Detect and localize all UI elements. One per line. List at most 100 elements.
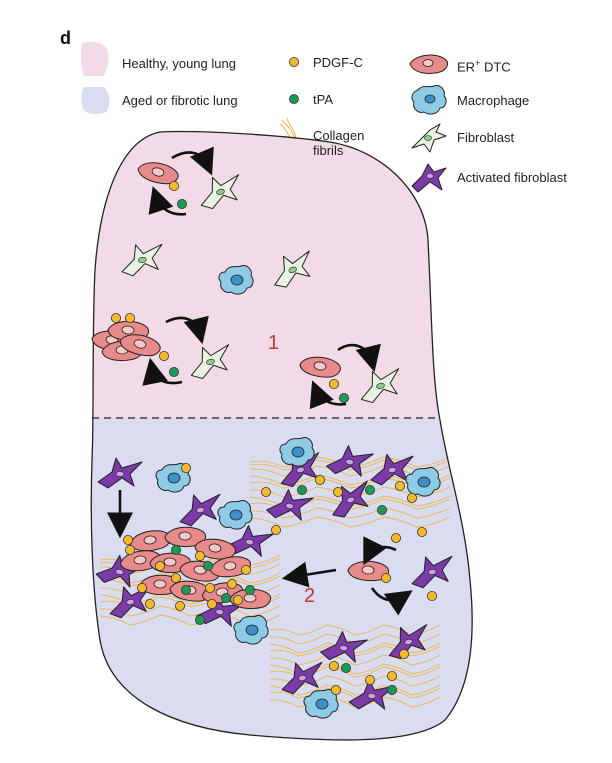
pdgf-c-molecule	[180, 462, 191, 473]
fibroblast-icon	[411, 123, 447, 153]
region-marker-1: 1	[268, 332, 280, 354]
lung-outline	[90, 130, 473, 741]
arrow-straight	[281, 561, 337, 588]
pdgf-c-molecule	[194, 551, 205, 562]
macrophage	[405, 467, 441, 497]
macrophage	[218, 265, 254, 295]
pdgf-c-molecule	[125, 545, 136, 556]
pdgf-c-molecule	[260, 486, 271, 497]
pdgf-c-molecule	[394, 480, 405, 491]
tpa-molecule	[386, 685, 397, 696]
pdgf-c-molecule	[330, 685, 341, 696]
tpa-molecule	[364, 484, 375, 495]
pdgf-c-molecule	[390, 533, 401, 544]
er-dtc-cell-icon	[409, 54, 449, 74]
panel-label: d	[60, 28, 71, 48]
arrow-curved	[171, 146, 214, 176]
tpa-label: tPA	[313, 92, 333, 107]
tpa-molecule	[244, 585, 255, 596]
pdgf-c-molecule	[232, 595, 243, 606]
tpa-icon	[289, 94, 299, 104]
pdgf-c-molecule	[206, 599, 217, 610]
healthy-lung-label: Healthy, young lung	[122, 56, 236, 71]
tpa-molecule	[170, 545, 181, 556]
pdgf-c-molecule	[125, 312, 136, 323]
pdgf-c-molecule	[270, 525, 281, 536]
tpa-molecule	[296, 484, 307, 495]
er-dtc-cell	[194, 538, 236, 560]
er-dtc-cell	[119, 334, 161, 357]
pdgf-c-label: PDGF-C	[313, 55, 363, 70]
tpa-molecule	[176, 198, 187, 209]
pdgf-c-molecule	[386, 671, 397, 682]
pdgf-c-molecule	[174, 601, 185, 612]
pdgf-c-molecule	[314, 474, 325, 485]
pdgf-c-molecule	[154, 561, 165, 572]
pdgf-c-molecule	[204, 583, 215, 594]
pdgf-c-molecule	[328, 661, 339, 672]
macrophage	[155, 463, 191, 493]
tpa-molecule	[338, 392, 349, 403]
pdgf-c-molecule	[426, 591, 437, 602]
activated-fibroblast	[281, 661, 323, 695]
macrophage-label: Macrophage	[457, 93, 530, 108]
pdgf-c-molecule	[364, 675, 375, 686]
molecule-layer	[111, 180, 437, 696]
healthy-lung-swatch	[80, 41, 109, 76]
aged-lung-label: Aged or fibrotic lung	[122, 93, 238, 108]
activated-fibroblast	[266, 489, 314, 521]
arrow-curved	[165, 315, 209, 345]
activated-fibroblast	[109, 585, 151, 619]
pdgf-c-molecule	[144, 599, 155, 610]
region-marker-2: 2	[304, 585, 316, 607]
pdgf-c-molecule	[398, 649, 409, 660]
arrow-curved	[337, 343, 381, 373]
macrophage	[279, 437, 315, 467]
tpa-molecule	[220, 593, 231, 604]
arrow-curved	[309, 380, 347, 410]
tpa-molecule	[168, 366, 179, 377]
arrow-curved	[142, 357, 183, 386]
activated-fibroblast	[326, 445, 374, 477]
fibroblast	[360, 368, 400, 404]
pdgf-c-molecule	[111, 312, 122, 323]
tpa-molecule	[180, 585, 191, 596]
interaction-arrows	[107, 146, 413, 616]
activated-fibroblast	[320, 631, 368, 663]
er-dtc-cell	[137, 162, 179, 185]
arrow-curved	[363, 536, 397, 566]
activated-fibroblast	[411, 555, 453, 589]
macrophage	[303, 689, 339, 719]
pdgf-c-icon	[289, 57, 299, 67]
macrophage-icon	[411, 85, 447, 115]
aged-lung-swatch	[81, 87, 110, 115]
pdgf-c-molecule	[332, 486, 343, 497]
tpa-molecule	[376, 504, 387, 515]
macrophage	[233, 615, 269, 645]
arrow-curved	[370, 587, 413, 616]
pdgf-c-molecule	[123, 535, 134, 546]
tpa-molecule	[340, 663, 351, 674]
activated-fibroblast	[226, 525, 274, 557]
arrow-curved	[148, 186, 187, 216]
tpa-molecule	[194, 615, 205, 626]
pdgf-c-molecule	[380, 573, 391, 584]
activated-fibroblast-icon	[411, 163, 447, 193]
pdgf-c-molecule	[136, 583, 147, 594]
fibroblast	[190, 344, 230, 380]
activated-fibroblast-label: Activated fibroblast	[457, 170, 567, 185]
pdgf-c-molecule	[406, 492, 417, 503]
pdgf-c-molecule	[168, 180, 179, 191]
pdgf-c-molecule	[158, 350, 169, 361]
fibroblast	[121, 243, 163, 277]
fibroblast	[274, 250, 311, 288]
macrophage	[217, 500, 253, 530]
pdgf-c-molecule	[240, 565, 251, 576]
pdgf-c-molecule	[226, 579, 237, 590]
tpa-molecule	[202, 561, 213, 572]
er-dtc-label: ER+ DTC	[457, 58, 511, 75]
er-dtc-cell	[299, 356, 341, 378]
pdgf-c-molecule	[170, 573, 181, 584]
activated-fibroblast	[179, 493, 221, 527]
